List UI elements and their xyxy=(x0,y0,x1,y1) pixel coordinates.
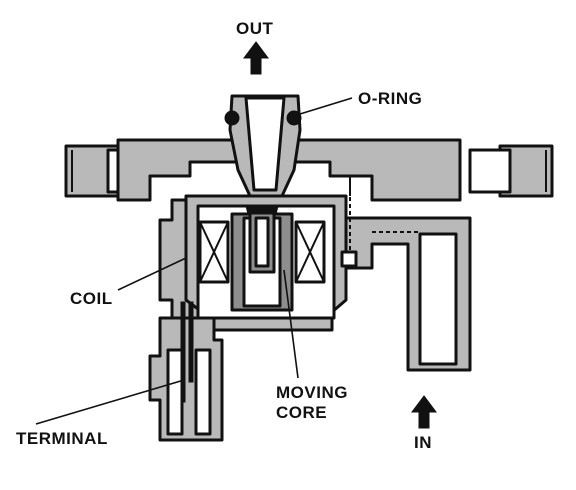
terminal-label: TERMINAL xyxy=(16,429,108,448)
coil-left xyxy=(198,220,230,284)
moving-core xyxy=(245,205,279,274)
coil-right xyxy=(294,220,326,284)
terminal-pin xyxy=(180,301,194,403)
right-side-port xyxy=(468,144,554,198)
out-arrow xyxy=(243,41,269,75)
o-ring-label: O-RING xyxy=(358,89,422,108)
coil-label: COIL xyxy=(70,289,113,308)
in-arrow xyxy=(411,395,437,429)
terminal-housing xyxy=(148,316,224,442)
leader-lines xyxy=(35,97,353,425)
o-ring-right xyxy=(286,110,302,126)
moving-core-label-line2: CORE xyxy=(276,403,327,422)
outlet-nozzle xyxy=(228,94,302,198)
inlet-passage xyxy=(344,176,472,372)
moving-core-label-line1: MOVING xyxy=(276,383,348,402)
valve-spring xyxy=(338,175,358,268)
o-ring-left xyxy=(224,110,240,126)
out-label: OUT xyxy=(236,19,274,38)
in-label: IN xyxy=(414,433,432,452)
